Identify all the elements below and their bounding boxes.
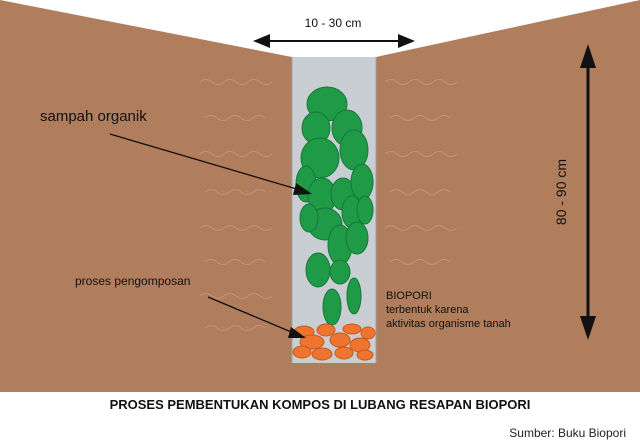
biopori-line1: terbentuk karena — [386, 304, 469, 316]
biopori-line2: aktivitas organisme tanah — [386, 318, 511, 330]
biopori-diagram: 10 - 30 cm 80 - 90 cm sampah organik pro… — [0, 0, 640, 392]
compost-label: proses pengomposan — [75, 274, 190, 288]
width-label: 10 - 30 cm — [305, 16, 362, 30]
source-credit: Sumber: Buku Biopori — [509, 426, 626, 440]
biopori-title: BIOPORI — [386, 290, 432, 302]
depth-arrow — [580, 44, 596, 340]
compost-material — [292, 323, 376, 361]
organic-waste — [295, 86, 374, 326]
organic-label: sampah organik — [40, 108, 147, 125]
width-arrow — [253, 34, 415, 48]
soil-texture — [199, 79, 458, 331]
compost-pointer — [207, 296, 306, 338]
organic-pointer — [109, 133, 312, 195]
depth-label: 80 - 90 cm — [553, 159, 569, 225]
figure-caption: PROSES PEMBENTUKAN KOMPOS DI LUBANG RESA… — [109, 397, 531, 412]
